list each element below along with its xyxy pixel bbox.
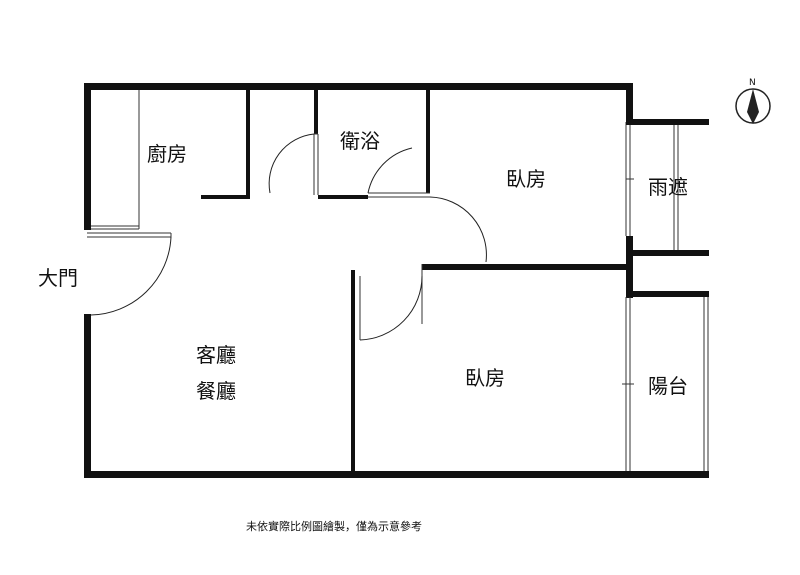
room-label-bedroom-lower: 臥房 [465,366,505,390]
room-label-dining-room: 餐廳 [196,379,236,403]
wall-left-upper [84,83,91,230]
balcony-top [626,291,709,297]
entrance-door [87,232,172,316]
wall-right-mid [626,236,633,298]
room-label-bathroom: 衛浴 [340,129,380,153]
lower-bedroom-door [359,264,423,341]
wall-bottom [84,471,709,478]
disclaimer-note: 未依實際比例圖繪製，僅為示意參考 [246,519,422,533]
awning-bottom [626,250,709,256]
room-label-living-room: 客廳 [196,343,236,367]
upper-bedroom-door [367,147,487,263]
room-label-kitchen: 廚房 [147,142,187,166]
awning-top [626,119,709,125]
balcony-window [622,291,709,471]
room-label-balcony: 陽台 [648,374,688,398]
outer-walls [84,83,709,478]
wall-bath-right [426,90,430,193]
wall-bedroom-divider [422,264,626,270]
wall-right-upper [626,83,633,122]
north-label: N [749,78,756,88]
wall-left-lower [84,314,91,478]
bathroom-door [268,133,319,195]
wall-bath-bottom [318,195,368,199]
north-arrow-icon [747,89,759,124]
interior-walls [201,90,626,471]
awning-window [625,119,709,256]
kitchen-counter [91,90,140,230]
wall-bath-left [246,90,250,198]
room-label-entrance: 大門 [38,266,78,290]
wall-bath-inner [314,90,318,134]
wall-lower-bedroom-left [351,270,355,471]
wall-top [84,83,633,90]
room-label-awning: 雨遮 [648,175,688,199]
wall-kitchen-bottom [201,195,250,199]
compass: N [735,78,771,124]
room-label-bedroom-upper: 臥房 [506,167,546,191]
